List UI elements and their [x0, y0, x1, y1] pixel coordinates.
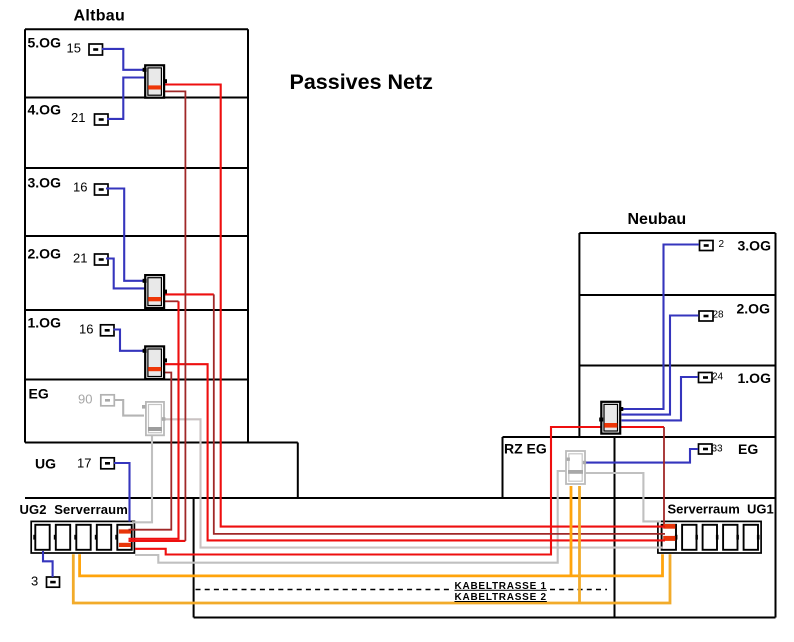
svg-text:1.OG: 1.OG — [738, 370, 772, 386]
svg-text:16: 16 — [73, 179, 87, 194]
svg-text:RZ EG: RZ EG — [504, 441, 547, 457]
svg-text:2.OG: 2.OG — [28, 246, 62, 262]
svg-text:16: 16 — [79, 321, 93, 336]
svg-text:Altbau: Altbau — [74, 8, 126, 25]
svg-text:17: 17 — [77, 455, 91, 470]
svg-text:3: 3 — [31, 573, 38, 588]
svg-text:3.OG: 3.OG — [28, 175, 62, 191]
svg-text:28: 28 — [713, 310, 725, 321]
svg-text:21: 21 — [71, 110, 85, 125]
svg-text:UG: UG — [35, 456, 56, 472]
svg-text:3.OG: 3.OG — [738, 238, 772, 254]
svg-text:4.OG: 4.OG — [28, 102, 62, 118]
svg-text:90: 90 — [78, 392, 92, 407]
svg-text:KABELTRASSE 2: KABELTRASSE 2 — [455, 592, 547, 603]
svg-text:Passives Netz: Passives Netz — [290, 70, 433, 94]
svg-text:2: 2 — [719, 239, 725, 250]
svg-text:15: 15 — [67, 41, 81, 56]
svg-text:21: 21 — [73, 250, 87, 265]
svg-text:33: 33 — [712, 444, 724, 455]
svg-text:EG: EG — [738, 441, 758, 457]
svg-text:24: 24 — [712, 372, 724, 383]
svg-text:Neubau: Neubau — [628, 211, 687, 228]
svg-text:2.OG: 2.OG — [737, 301, 771, 317]
svg-text:1.OG: 1.OG — [28, 315, 62, 331]
svg-text:EG: EG — [29, 386, 49, 402]
svg-text:KABELTRASSE 1: KABELTRASSE 1 — [455, 581, 547, 592]
svg-text:Serverraum UG1: Serverraum UG1 — [668, 502, 774, 517]
svg-text:UG2 Serverraum: UG2 Serverraum — [20, 502, 128, 517]
svg-text:5.OG: 5.OG — [28, 34, 62, 50]
